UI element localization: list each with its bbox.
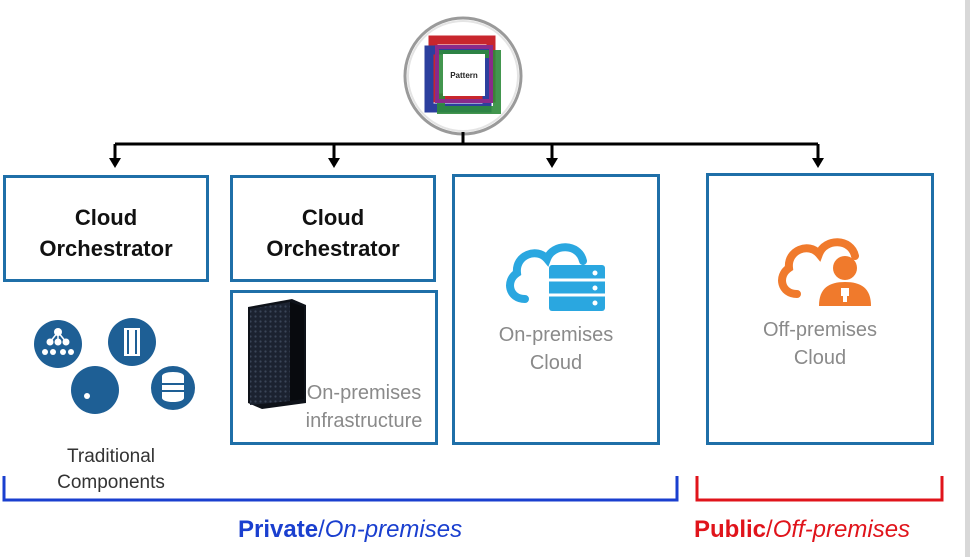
private-bracket	[2, 476, 679, 502]
public-label-bold: Public	[694, 516, 767, 543]
group-brackets	[2, 476, 944, 502]
off-premises-cloud-label-line1: Off-premises	[762, 319, 878, 341]
network-icon	[34, 320, 82, 368]
connector-lines	[109, 132, 824, 168]
traditional-label-line1: Traditional	[66, 446, 155, 467]
arrow-head	[812, 158, 824, 168]
off-premises-cloud-box: Off-premises Cloud	[706, 173, 934, 445]
disc-icon	[71, 366, 119, 414]
box-title-line2: Orchestrator	[266, 236, 400, 261]
box-title-line1: Cloud	[74, 205, 138, 230]
off-premises-cloud-icon	[775, 230, 879, 310]
on-premises-cloud-label-line1: On-premises	[498, 324, 614, 346]
cloud-orchestrator-box-1: Cloud Orchestrator	[3, 175, 209, 282]
on-premises-infrastructure-box: On-premises infrastructure	[230, 290, 438, 445]
on-premises-cloud-box: On-premises Cloud	[452, 174, 660, 445]
server-tower-icon	[108, 318, 156, 366]
public-off-premises-label: Public/Off-premises	[694, 515, 910, 545]
on-premises-cloud-icon	[503, 235, 613, 315]
off-premises-cloud-label-line2: Cloud	[793, 347, 847, 369]
server-rack-icon	[248, 299, 306, 409]
database-icon	[151, 366, 195, 410]
infra-label-line1: On-premises	[306, 382, 422, 404]
on-premises-cloud-label-line2: Cloud	[529, 352, 583, 374]
public-label-sep: /	[766, 516, 773, 543]
infra-label-line2: infrastructure	[305, 410, 423, 432]
arrow-head	[546, 158, 558, 168]
private-on-premises-label: Private/On-premises	[238, 515, 462, 545]
private-label-sep: /	[318, 516, 325, 543]
box-title-line2: Orchestrator	[39, 236, 173, 261]
right-edge-border	[965, 0, 970, 557]
pattern-logo: Pattern	[401, 14, 525, 138]
private-label-italic: On-premises	[324, 516, 463, 543]
traditional-components-icons	[25, 318, 205, 418]
pattern-label: Pattern	[450, 71, 478, 80]
public-label-italic: Off-premises	[772, 516, 911, 543]
public-bracket	[695, 476, 944, 502]
cloud-orchestrator-box-2: Cloud Orchestrator	[230, 175, 436, 282]
box-title-line1: Cloud	[301, 205, 365, 230]
arrow-head	[109, 158, 121, 168]
traditional-label-line2: Components	[57, 472, 165, 493]
private-label-bold: Private	[238, 516, 319, 543]
arrow-head	[328, 158, 340, 168]
